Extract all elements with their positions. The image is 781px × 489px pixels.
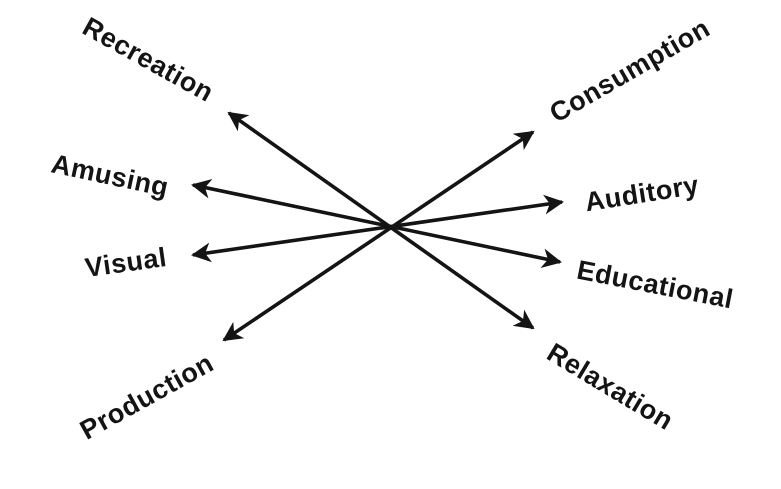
axis-line-production-consumption: [222, 130, 535, 342]
axis-line-amusing-educational: [191, 178, 562, 269]
axis-line-recreation-relaxation: [227, 111, 535, 330]
axis-line-visual-auditory: [191, 194, 564, 263]
